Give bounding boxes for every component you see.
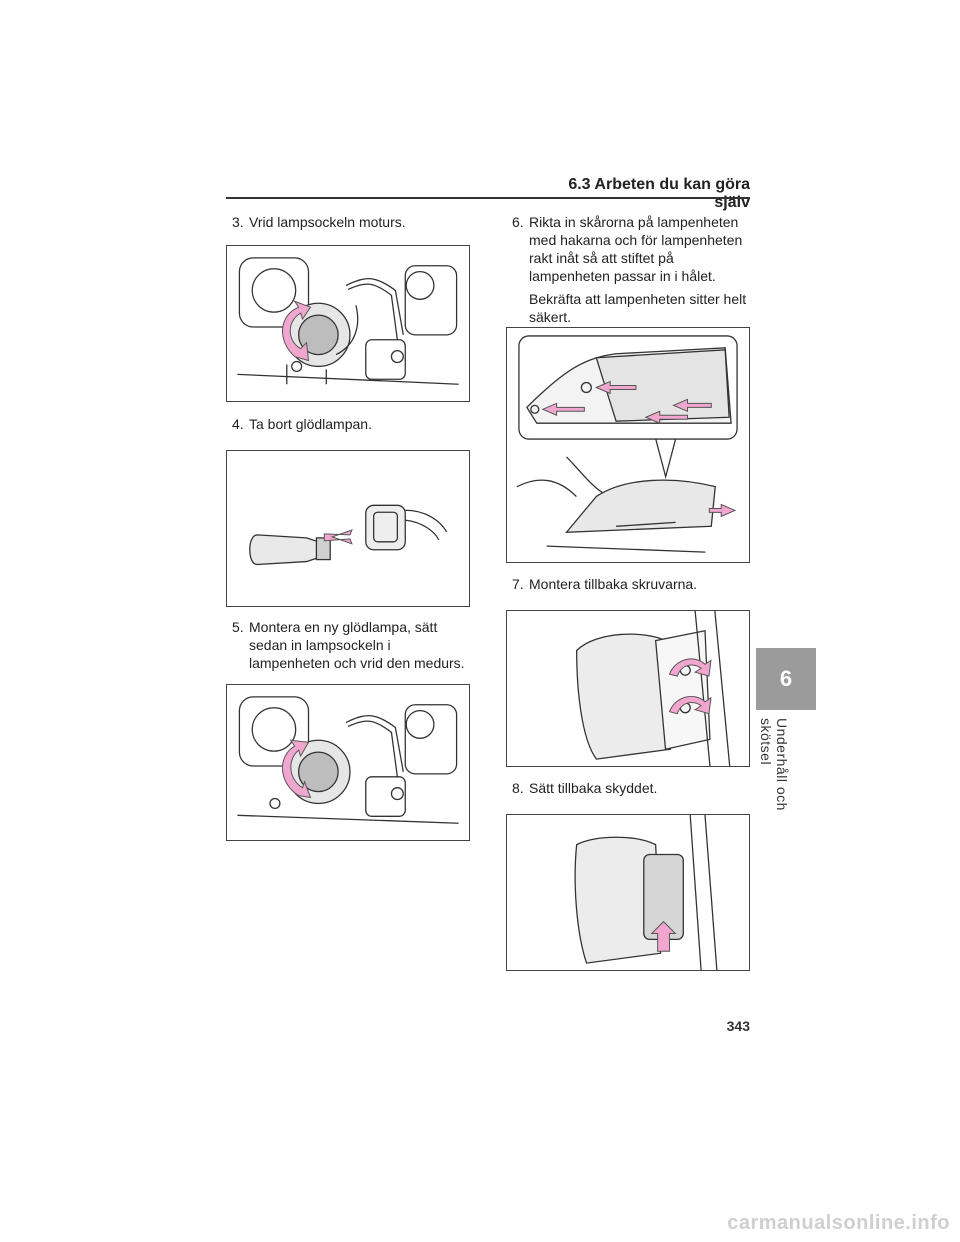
step-4-text: Ta bort glödlampan. — [249, 416, 372, 432]
chapter-tab: 6 — [756, 648, 816, 710]
step-6-confirm-text: Bekräfta att lampenheten sitter helt säk… — [529, 291, 747, 325]
chapter-label: Underhåll och skötsel — [758, 718, 790, 811]
figure-remove-bulb — [226, 450, 470, 607]
step-7-number: 7. — [512, 576, 524, 592]
section-title: 6.3 Arbeten du kan göra själv — [568, 176, 750, 211]
figure-reinstall-screws — [506, 610, 750, 767]
remove-bulb-illustration — [249, 504, 448, 566]
step-3: 3. Vrid lampsockeln moturs. — [232, 213, 472, 231]
step-5: 5. Montera en ny glödlampa, sätt sedan i… — [232, 618, 472, 672]
page-number: 343 — [726, 1018, 750, 1034]
align-lamp-illustration — [516, 335, 738, 553]
step-6-text: Rikta in skårorna på lampenheten med hak… — [529, 214, 743, 284]
step-8-number: 8. — [512, 780, 524, 796]
step-7: 7. Montera tillbaka skruvarna. — [512, 575, 750, 593]
figure-rotate-socket-ccw — [226, 245, 470, 402]
step-8: 8. Sätt tillbaka skyddet. — [512, 779, 750, 797]
cover-illustration — [574, 815, 718, 970]
step-6-number: 6. — [512, 214, 524, 230]
screws-illustration — [576, 611, 731, 766]
figure-align-lamp-unit — [506, 327, 750, 563]
step-5-number: 5. — [232, 619, 244, 635]
step-7-text: Montera tillbaka skruvarna. — [529, 576, 698, 592]
watermark-text: carmanualsonline.info — [727, 1212, 950, 1234]
socket-cw-illustration — [237, 696, 459, 824]
step-5-text: Montera en ny glödlampa, sätt sedan in l… — [249, 619, 465, 671]
chapter-number: 6 — [779, 666, 793, 691]
step-4-number: 4. — [232, 416, 244, 432]
step-3-text: Vrid lampsockeln moturs. — [249, 214, 406, 230]
step-6: 6. Rikta in skårorna på lampenheten med … — [512, 213, 750, 326]
figure-reinstall-cover — [506, 814, 750, 971]
figure-rotate-socket-cw — [226, 684, 470, 841]
step-8-text: Sätt tillbaka skyddet. — [529, 780, 658, 796]
step-4: 4. Ta bort glödlampan. — [232, 415, 472, 433]
socket-ccw-illustration — [237, 257, 459, 385]
step-3-number: 3. — [232, 214, 244, 230]
header-divider — [226, 197, 750, 199]
